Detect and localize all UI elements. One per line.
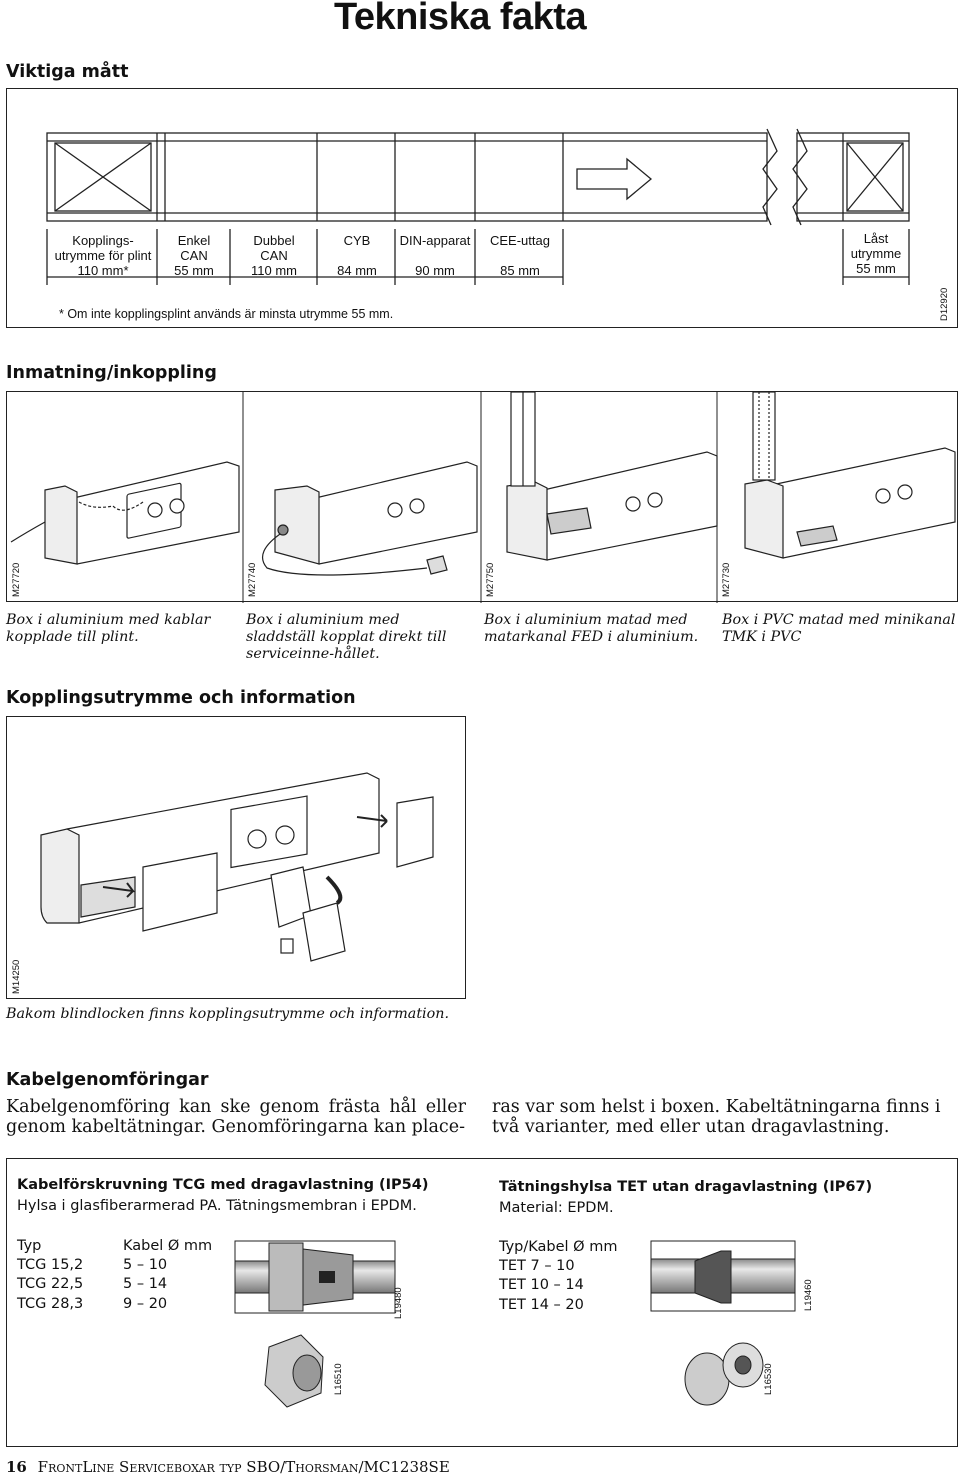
- panel-caption-0: Box i aluminium med kablar kopplade till…: [6, 612, 211, 645]
- glands-text-col1: Kabelgenomföring kan ske genom frästa hå…: [6, 1097, 466, 1137]
- glands-text-col2: ras var som helst i boxen. Kabeltätninga…: [492, 1097, 941, 1137]
- panel-code-3: M27730: [721, 562, 732, 597]
- space-caption: Bakom blindlocken finns kopplingsutrymme…: [6, 1006, 449, 1022]
- tcg-row-0-typ: TCG 15,2: [17, 1257, 84, 1273]
- tet-title: Tätningshylsa TET utan dragavlastning (I…: [499, 1179, 873, 1195]
- tcg-head-kabel: Kabel Ø mm: [123, 1238, 213, 1254]
- tet-head: Typ/Kabel Ø mm: [499, 1239, 618, 1255]
- tet-row-0: TET 7 – 10: [499, 1258, 575, 1274]
- glands-drawing: [234, 1240, 796, 1408]
- dimensions-footnote: * Om inte kopplingsplint används är mins…: [59, 307, 394, 321]
- tcg-head-typ: Typ: [17, 1238, 42, 1254]
- tcg-row-2-kabel: 9 – 20: [123, 1296, 168, 1312]
- feed-figure: M27720 M27740 M27750 M27730: [6, 391, 958, 603]
- tcg-title: Kabelförskruvning TCG med dragavlastning…: [17, 1177, 429, 1193]
- footer: 16 FrontLine Serviceboxar typ SBO/Thorsm…: [6, 1458, 450, 1476]
- space-code: M14250: [11, 959, 22, 994]
- tcg-code-2: L16510: [333, 1363, 344, 1395]
- tet-code-1: L19460: [803, 1279, 814, 1311]
- figure-code: D12920: [939, 287, 950, 321]
- tcg-row-0-kabel: 5 – 10: [123, 1257, 168, 1273]
- page-number: 16: [6, 1458, 27, 1476]
- panel-caption-1: Box i aluminium med sladdställ kopplat d…: [246, 612, 447, 662]
- section-heading-space: Kopplingsutrymme och information: [6, 688, 356, 708]
- space-drawing: [40, 772, 434, 962]
- section-heading-feed: Inmatning/inkoppling: [6, 363, 217, 383]
- space-figure: M14250: [6, 716, 466, 999]
- tet-subtitle: Material: EPDM.: [499, 1200, 614, 1216]
- panel-caption-3: Box i PVC matad med minikanal TMK i PVC: [722, 612, 956, 645]
- footer-text: FrontLine Serviceboxar typ SBO/Thorsman/…: [37, 1458, 450, 1476]
- tcg-code-1: L19480: [393, 1287, 404, 1319]
- tet-row-2: TET 14 – 20: [499, 1297, 584, 1313]
- panel-caption-2: Box i aluminium matad med matarkanal FED…: [484, 612, 699, 645]
- panel-code-0: M27720: [11, 562, 22, 597]
- panel-code-1: M27740: [247, 562, 258, 597]
- glands-figure: Kabelförskruvning TCG med dragavlastning…: [6, 1158, 958, 1447]
- tet-code-2: L16530: [763, 1363, 774, 1395]
- tet-row-1: TET 10 – 14: [499, 1277, 584, 1293]
- tcg-subtitle: Hylsa i glasfiberarmerad PA. Tätningsmem…: [17, 1198, 417, 1214]
- section-heading-glands: Kabelgenomföringar: [6, 1070, 209, 1090]
- page-title: Tekniska fakta: [334, 0, 587, 38]
- panel-code-2: M27750: [485, 562, 496, 597]
- tcg-row-1-typ: TCG 22,5: [17, 1276, 84, 1292]
- dimension-drawing: [46, 128, 910, 285]
- section-heading-dimensions: Viktiga mått: [6, 62, 129, 82]
- tcg-row-2-typ: TCG 28,3: [17, 1296, 84, 1312]
- tcg-row-1-kabel: 5 – 14: [123, 1276, 168, 1292]
- feed-drawing: [10, 391, 956, 603]
